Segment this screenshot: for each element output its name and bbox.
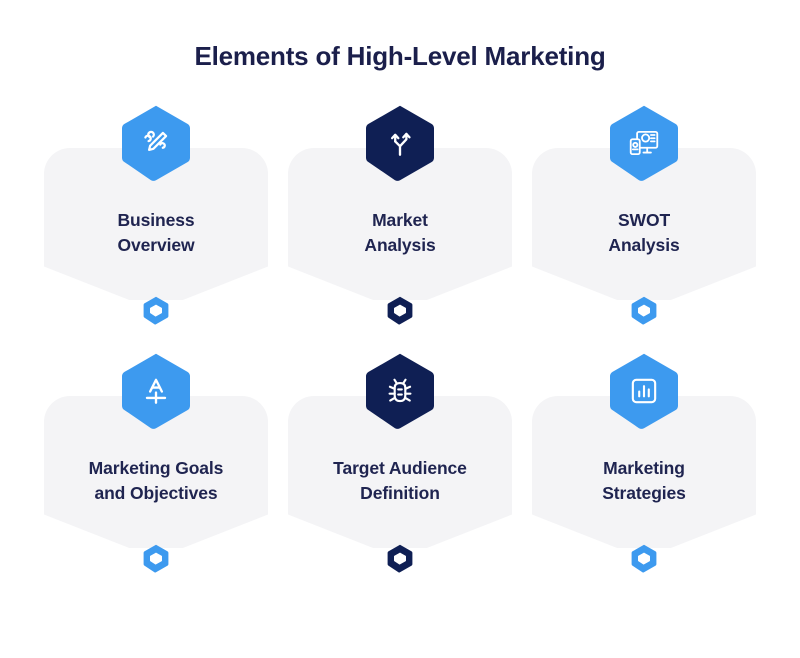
letter-a-target-icon — [139, 374, 173, 408]
card-label: SWOT Analysis — [532, 208, 756, 258]
hexagon-ring-icon — [143, 296, 169, 325]
pen-edit-icon — [139, 126, 173, 160]
card-icon-hexagon — [365, 352, 435, 430]
hexagon-ring-icon — [143, 544, 169, 573]
hexagon-ring-icon — [631, 296, 657, 325]
card-icon-hexagon — [365, 104, 435, 182]
card-label: Business Overview — [44, 208, 268, 258]
card-label-line1: Business — [117, 210, 195, 230]
card-label-line1: Target Audience — [333, 458, 467, 478]
card-label: Marketing Goals and Objectives — [44, 456, 268, 506]
hexagon-badge-shape — [366, 353, 434, 429]
card-label-line2: Analysis — [364, 234, 436, 255]
card-market-analysis[interactable]: Market Analysis — [278, 104, 522, 350]
card-label-line2: Overview — [117, 234, 195, 255]
hexagon-badge-shape — [366, 105, 434, 181]
card-marker — [387, 544, 413, 573]
bug-icon — [383, 374, 417, 408]
card-marker — [143, 544, 169, 573]
card-label-line2: Analysis — [608, 234, 680, 255]
card-label-line1: SWOT — [617, 210, 671, 230]
card-label: Target Audience Definition — [288, 456, 512, 506]
card-marker — [143, 296, 169, 325]
branching-arrows-icon — [383, 126, 417, 160]
card-business-overview[interactable]: Business Overview — [34, 104, 278, 350]
hexagon-ring-icon — [631, 544, 657, 573]
page-title: Elements of High-Level Marketing — [194, 41, 606, 71]
card-label-line2: Definition — [360, 482, 440, 503]
card-swot-analysis[interactable]: SWOT Analysis — [522, 104, 766, 350]
card-label-line1: Marketing Goals — [88, 458, 224, 478]
desktop-mobile-devices-icon — [627, 126, 661, 160]
card-label: Marketing Strategies — [532, 456, 756, 506]
bar-chart-icon — [627, 374, 661, 408]
card-label: Market Analysis — [288, 208, 512, 258]
cards-grid: Business Overview — [0, 104, 800, 644]
hexagon-ring-icon — [387, 544, 413, 573]
hexagon-badge-shape — [610, 105, 678, 181]
card-icon-hexagon — [609, 352, 679, 430]
card-target-audience[interactable]: Target Audience Definition — [278, 352, 522, 598]
card-icon-hexagon — [121, 352, 191, 430]
card-label-line1: Market — [372, 210, 428, 230]
hexagon-badge-shape — [122, 353, 190, 429]
hexagon-ring-icon — [387, 296, 413, 325]
card-icon-hexagon — [609, 104, 679, 182]
card-label-line1: Marketing — [603, 458, 685, 478]
card-label-line2: Strategies — [602, 482, 686, 503]
card-marker — [631, 296, 657, 325]
card-icon-hexagon — [121, 104, 191, 182]
card-label-line2: and Objectives — [94, 482, 218, 503]
card-marker — [631, 544, 657, 573]
hexagon-badge-shape — [122, 105, 190, 181]
card-marketing-strategies[interactable]: Marketing Strategies — [522, 352, 766, 598]
card-marketing-goals[interactable]: Marketing Goals and Objectives — [34, 352, 278, 598]
card-marker — [387, 296, 413, 325]
